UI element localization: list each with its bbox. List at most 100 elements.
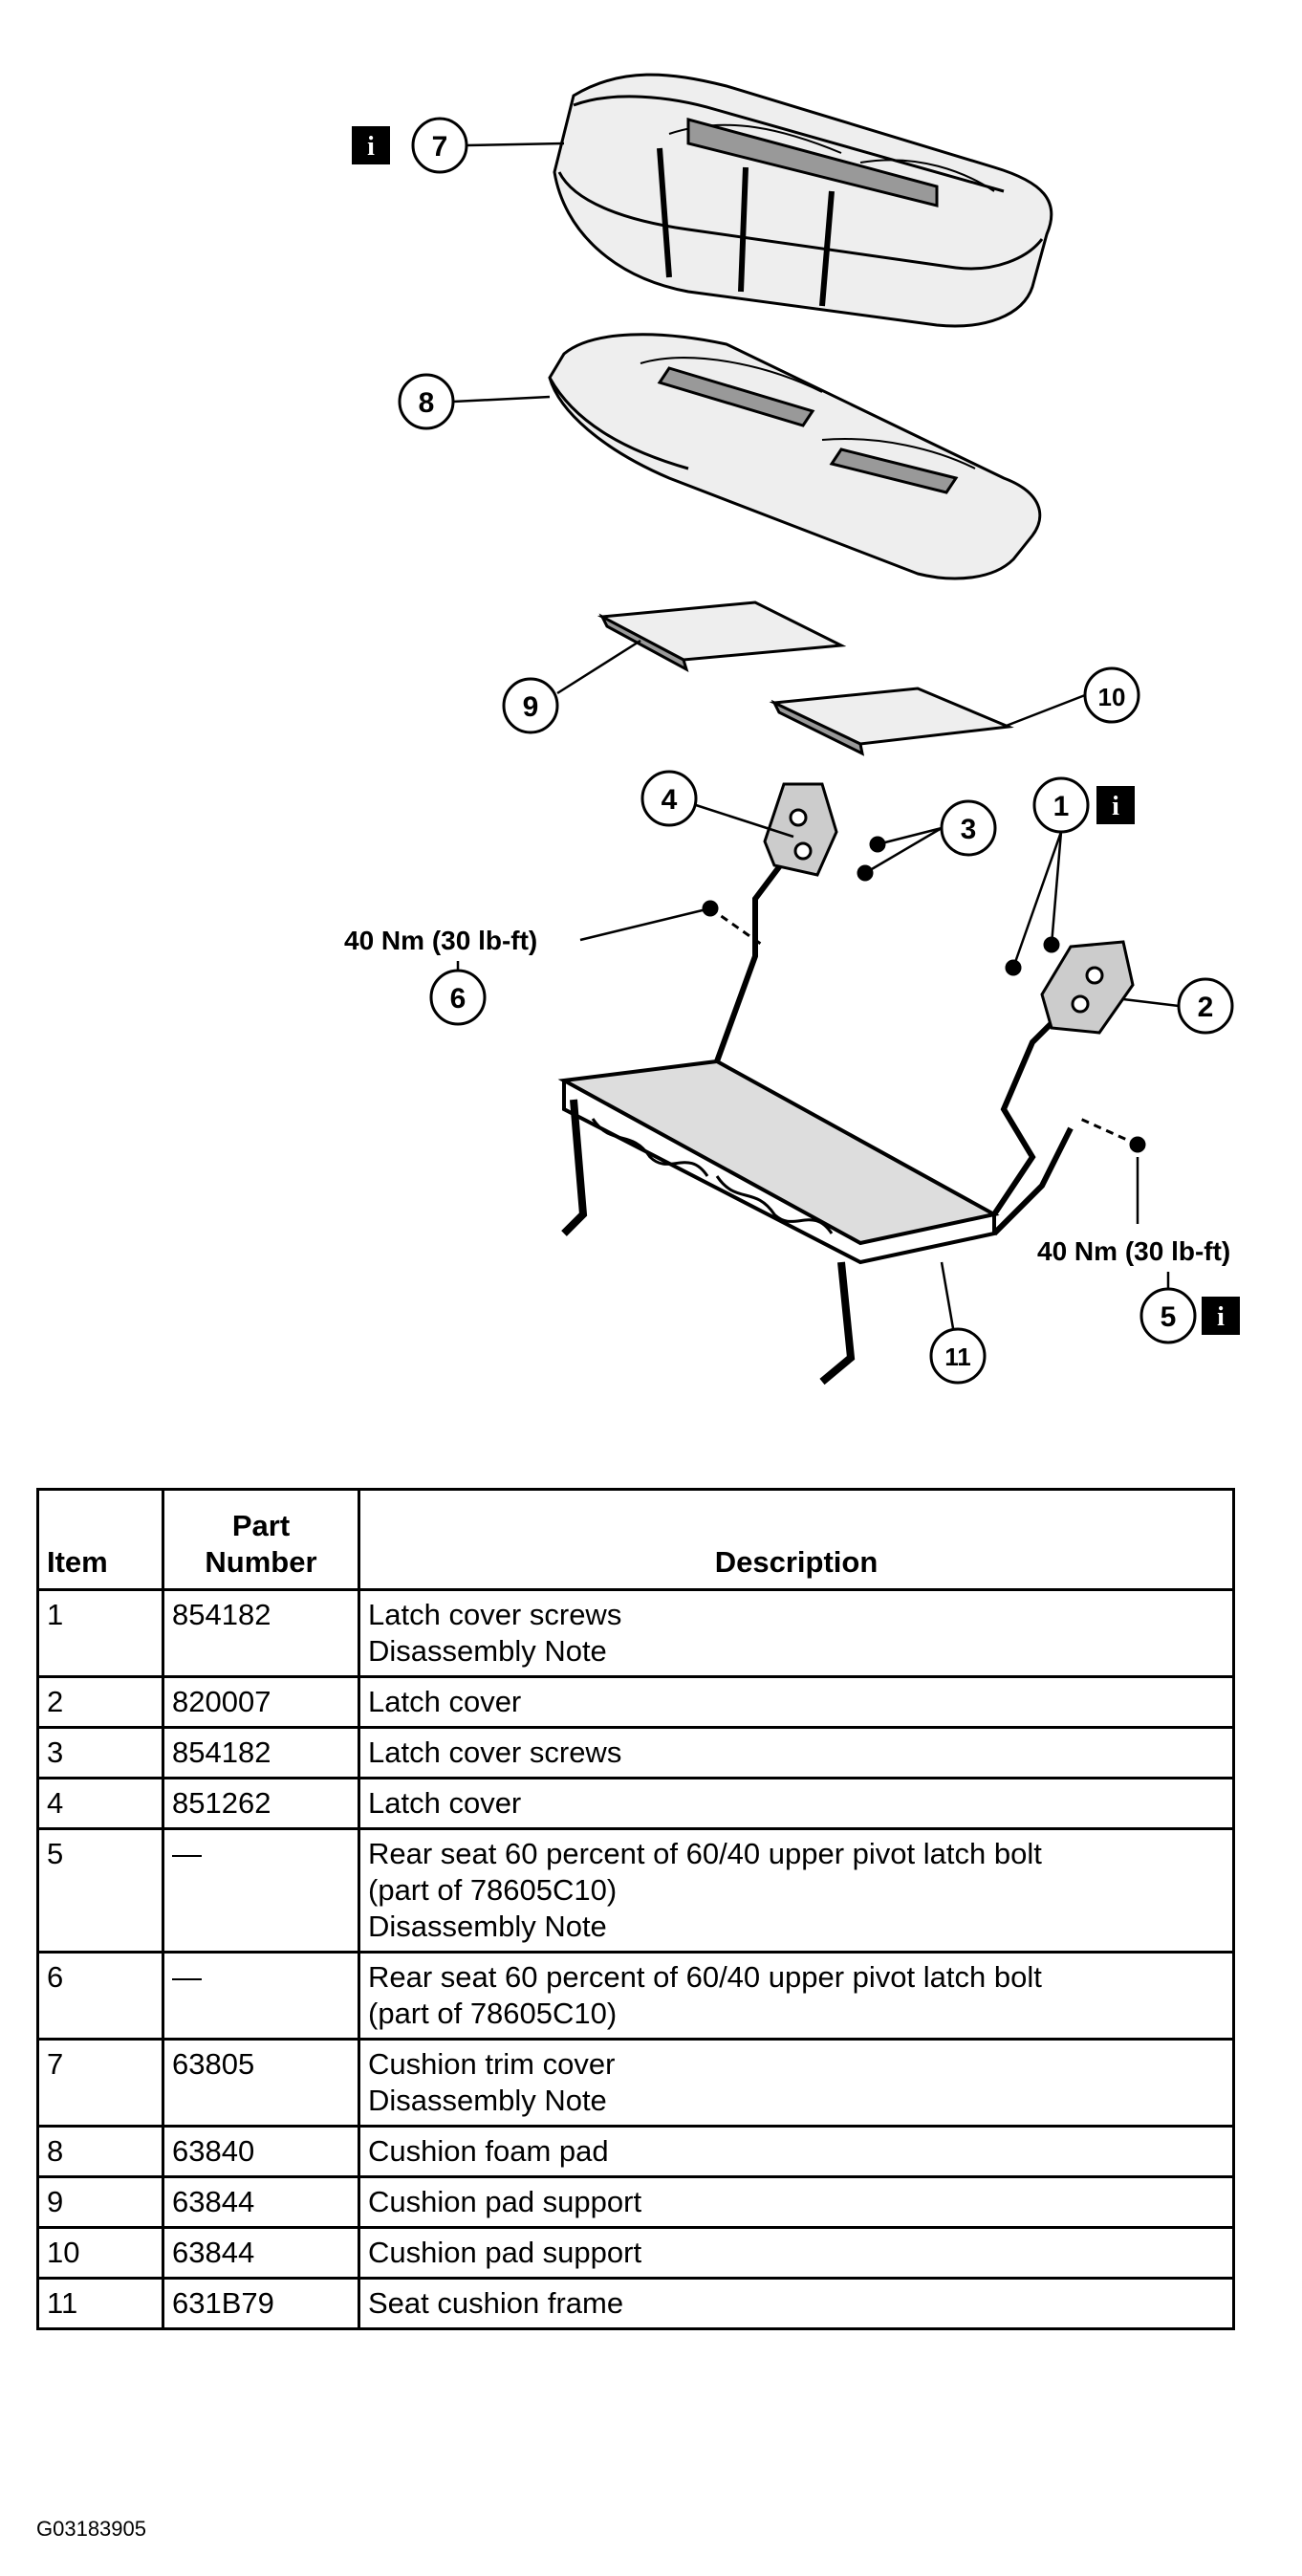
disassembly-note-link[interactable]: Disassembly Note <box>368 1634 607 1668</box>
description-line: (part of 78605C10) <box>368 1873 618 1907</box>
description-line: Latch cover <box>368 1685 522 1718</box>
callout-10: 10 <box>1083 666 1140 724</box>
info-icon-7[interactable]: i <box>352 126 390 164</box>
cell-description: Latch cover screws <box>358 1726 1235 1779</box>
cell-part-number: 631B79 <box>162 2277 360 2330</box>
info-icon-1[interactable]: i <box>1096 786 1135 824</box>
cell-description: Cushion pad support <box>358 2226 1235 2280</box>
cell-item: 9 <box>36 2175 164 2229</box>
latch-cover-right-drawing <box>1040 940 1135 1035</box>
svg-text:7: 7 <box>432 131 448 163</box>
cell-description: Cushion pad support <box>358 2175 1235 2229</box>
callout-6: 6 <box>429 969 487 1026</box>
cell-item: 8 <box>36 2125 164 2178</box>
svg-text:5: 5 <box>1161 1301 1177 1333</box>
callout-7: 7 <box>411 117 468 174</box>
description-line: Cushion trim cover <box>368 2047 616 2081</box>
cell-part-number: — <box>162 1951 360 2041</box>
table-row: 5—Rear seat 60 percent of 60/40 upper pi… <box>36 1827 1235 1954</box>
info-icon-5[interactable]: i <box>1202 1297 1240 1335</box>
description-line: Cushion pad support <box>368 2185 642 2218</box>
callout-4: 4 <box>640 770 698 827</box>
cell-item: 10 <box>36 2226 164 2280</box>
table-row: 6—Rear seat 60 percent of 60/40 upper pi… <box>36 1951 1235 2041</box>
svg-text:10: 10 <box>1098 683 1126 711</box>
cushion-trim-cover-drawing <box>553 73 1053 328</box>
svg-text:3: 3 <box>961 814 977 845</box>
cell-item: 6 <box>36 1951 164 2041</box>
disassembly-note-link[interactable]: Disassembly Note <box>368 1910 607 1943</box>
figure-id: G03183905 <box>36 2517 146 2541</box>
svg-text:4: 4 <box>662 784 678 816</box>
cell-item: 3 <box>36 1726 164 1779</box>
svg-text:40 Nm (30 lb-ft): 40 Nm (30 lb-ft) <box>344 926 537 955</box>
cell-part-number: 63840 <box>162 2125 360 2178</box>
callout-3: 3 <box>940 799 997 857</box>
cell-part-number: — <box>162 1827 360 1954</box>
cushion-pad-support-left-drawing <box>597 600 847 673</box>
header-item: Item <box>36 1488 164 1591</box>
cell-part-number: 851262 <box>162 1777 360 1830</box>
cell-item: 2 <box>36 1675 164 1729</box>
cell-description: Seat cushion frame <box>358 2277 1235 2330</box>
description-line: Rear seat 60 percent of 60/40 upper pivo… <box>368 1960 1042 1994</box>
svg-text:i: i <box>367 132 375 162</box>
table-header-row: Item Part Number Description <box>36 1488 1235 1591</box>
header-description: Description <box>358 1488 1235 1591</box>
callout-5: 5 <box>1139 1287 1197 1344</box>
description-line: Latch cover screws <box>368 1598 622 1631</box>
cell-part-number: 820007 <box>162 1675 360 1729</box>
disassembly-note-link[interactable]: Disassembly Note <box>368 2084 607 2117</box>
cell-part-number: 854182 <box>162 1588 360 1678</box>
cell-description: Cushion foam pad <box>358 2125 1235 2178</box>
cell-description: Latch cover <box>358 1777 1235 1830</box>
cell-description: Rear seat 60 percent of 60/40 upper pivo… <box>358 1827 1235 1954</box>
latch-cover-left-drawing <box>763 782 838 877</box>
torque-label-right: 40 Nm (30 lb-ft) <box>1037 1236 1230 1266</box>
cell-item: 7 <box>36 2038 164 2128</box>
header-part-number: Part Number <box>162 1488 360 1591</box>
callout-9: 9 <box>502 677 559 734</box>
callout-1: 1 <box>1032 776 1090 834</box>
cell-item: 1 <box>36 1588 164 1678</box>
description-line: (part of 78605C10) <box>368 1997 618 2030</box>
cushion-pad-support-right-drawing <box>769 687 1014 756</box>
exploded-seat-diagram: 7 i 8 9 10 4 3 1 i 2 40 Nm (30 lb-ft) <box>344 73 1240 1386</box>
cell-description: Latch cover <box>358 1675 1235 1729</box>
cell-part-number: 63805 <box>162 2038 360 2128</box>
description-line: Rear seat 60 percent of 60/40 upper pivo… <box>368 1837 1042 1870</box>
leader-lines <box>452 142 1180 1357</box>
callout-11: 11 <box>929 1327 987 1385</box>
seat-cushion-frame-drawing <box>557 821 1074 1386</box>
cell-item: 4 <box>36 1777 164 1830</box>
header-part-number-line1: Part <box>231 1509 291 1542</box>
description-line: Seat cushion frame <box>368 2286 624 2320</box>
fasteners-drawing <box>702 836 1146 1153</box>
svg-text:8: 8 <box>419 387 435 419</box>
description-line: Cushion foam pad <box>368 2134 609 2168</box>
cell-item: 5 <box>36 1827 164 1954</box>
callout-8: 8 <box>398 373 455 430</box>
description-line: Cushion pad support <box>368 2236 642 2269</box>
cell-part-number: 63844 <box>162 2226 360 2280</box>
cell-item: 11 <box>36 2277 164 2330</box>
cell-part-number: 63844 <box>162 2175 360 2229</box>
svg-text:6: 6 <box>450 983 467 1015</box>
svg-text:i: i <box>1112 792 1119 821</box>
torque-label-left: 40 Nm (30 lb-ft) <box>344 926 537 955</box>
svg-text:i: i <box>1217 1302 1225 1332</box>
cushion-foam-pad-drawing <box>548 333 1042 580</box>
callout-2: 2 <box>1177 977 1234 1035</box>
svg-text:40 Nm (30 lb-ft): 40 Nm (30 lb-ft) <box>1037 1236 1230 1266</box>
description-line: Latch cover <box>368 1786 522 1820</box>
svg-text:1: 1 <box>1053 791 1070 822</box>
